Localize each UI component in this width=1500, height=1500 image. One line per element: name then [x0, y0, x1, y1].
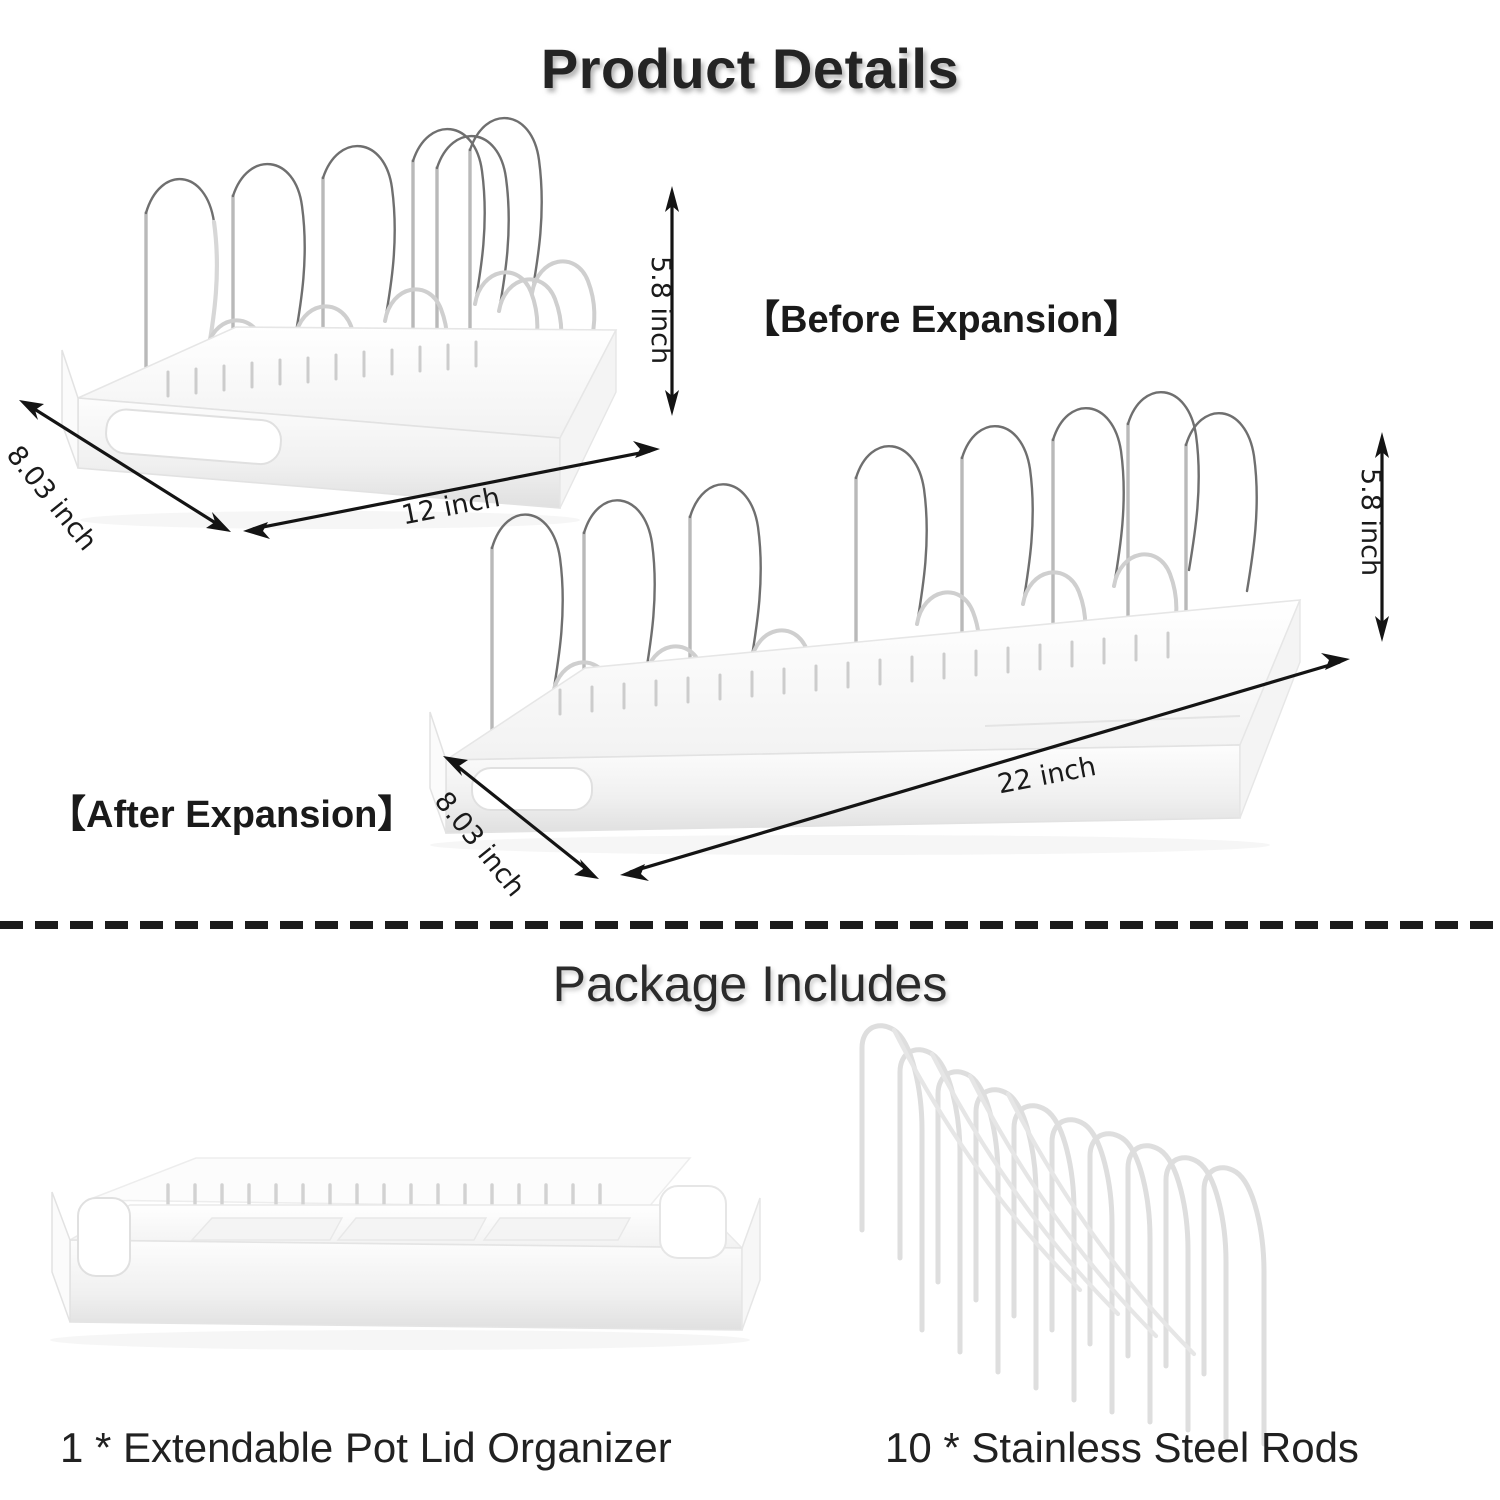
compact-tray-handle-slot: [105, 408, 282, 466]
rod-8: [1125, 1143, 1191, 1433]
after-depth-arrow-head-start: [443, 756, 468, 776]
before-height-arrow-head-bottom: [665, 390, 679, 416]
before-height-dimension-label: 5.8 inch: [645, 256, 676, 365]
expanded-tray-right-side: [1239, 599, 1301, 819]
before-width-arrow-head-right: [633, 441, 660, 458]
rod-4: [973, 1087, 1039, 1391]
before-depth-arrow-head-start: [19, 400, 44, 420]
before-dimension-arrows: [19, 186, 679, 539]
after-height-arrow-head-bottom: [1375, 616, 1389, 642]
after-depth-arrow-line: [451, 760, 591, 874]
after-height-arrow-head-top: [1375, 432, 1389, 458]
package-tray-left-handle: [77, 1197, 131, 1277]
after-height-dimension-label: 5.8 inch: [1355, 468, 1386, 577]
package-tray-cutouts: [190, 1217, 632, 1241]
package-tray-right-handle: [659, 1185, 727, 1259]
compact-rack-wires: [144, 116, 543, 394]
expanded-tray-handle-slot: [471, 767, 593, 811]
compact-rack: [61, 116, 618, 529]
after-width-arrow-line: [629, 660, 1341, 874]
before-depth-arrow-head-end: [206, 512, 231, 532]
package-rods-illustration: [859, 1023, 1267, 1447]
section-divider: [0, 921, 1500, 929]
before-width-arrow-head-left: [243, 522, 270, 539]
package-tray-right-panel: [741, 1197, 761, 1331]
package-tray-shadow: [50, 1330, 750, 1350]
rod-10: [1201, 1165, 1267, 1447]
expanded-tray-slots: [558, 631, 1170, 716]
package-item-caption-rods: 10 * Stainless Steel Rods: [885, 1424, 1359, 1471]
after-depth-arrow-head-end: [574, 859, 599, 879]
expanded-tray-left-panel: [429, 711, 447, 834]
page-title: Product Details: [540, 37, 960, 100]
rod-1: [859, 1023, 925, 1333]
package-item-caption-organizer: 1 * Extendable Pot Lid Organizer: [60, 1424, 672, 1471]
after-dimension-arrows: [443, 432, 1389, 881]
rod-6: [1049, 1117, 1115, 1415]
before-height-arrow-head-top: [665, 186, 679, 212]
expanded-tray-extension-seam: [984, 715, 1241, 727]
rod-7: [1087, 1131, 1153, 1425]
package-tray-front-face: [69, 1239, 743, 1331]
package-tray-illustration: [50, 1157, 761, 1350]
expanded-rack-wires: [490, 390, 1258, 744]
after-width-arrow-head-right: [1321, 653, 1350, 670]
after-expansion-label: 【After Expansion】: [48, 794, 416, 836]
after-width-arrow-head-left: [620, 864, 649, 881]
rod-stack-overlap-curves: [891, 1027, 1197, 1357]
rod-9: [1163, 1155, 1229, 1441]
package-tray-left-panel: [51, 1191, 71, 1323]
before-width-arrow-line: [252, 449, 651, 531]
compact-tray-right-side: [559, 329, 617, 509]
compact-tray-left-panel: [61, 349, 79, 469]
compact-tray-slots: [166, 340, 478, 398]
after-expansion-illustration: [429, 390, 1302, 855]
expanded-tray-top: [443, 599, 1302, 761]
before-expansion-label: 【Before Expansion】: [742, 299, 1142, 341]
before-depth-arrow-line: [27, 403, 223, 529]
package-includes-title: Package Includes: [552, 956, 948, 1012]
expanded-tray-shadow: [430, 835, 1270, 855]
